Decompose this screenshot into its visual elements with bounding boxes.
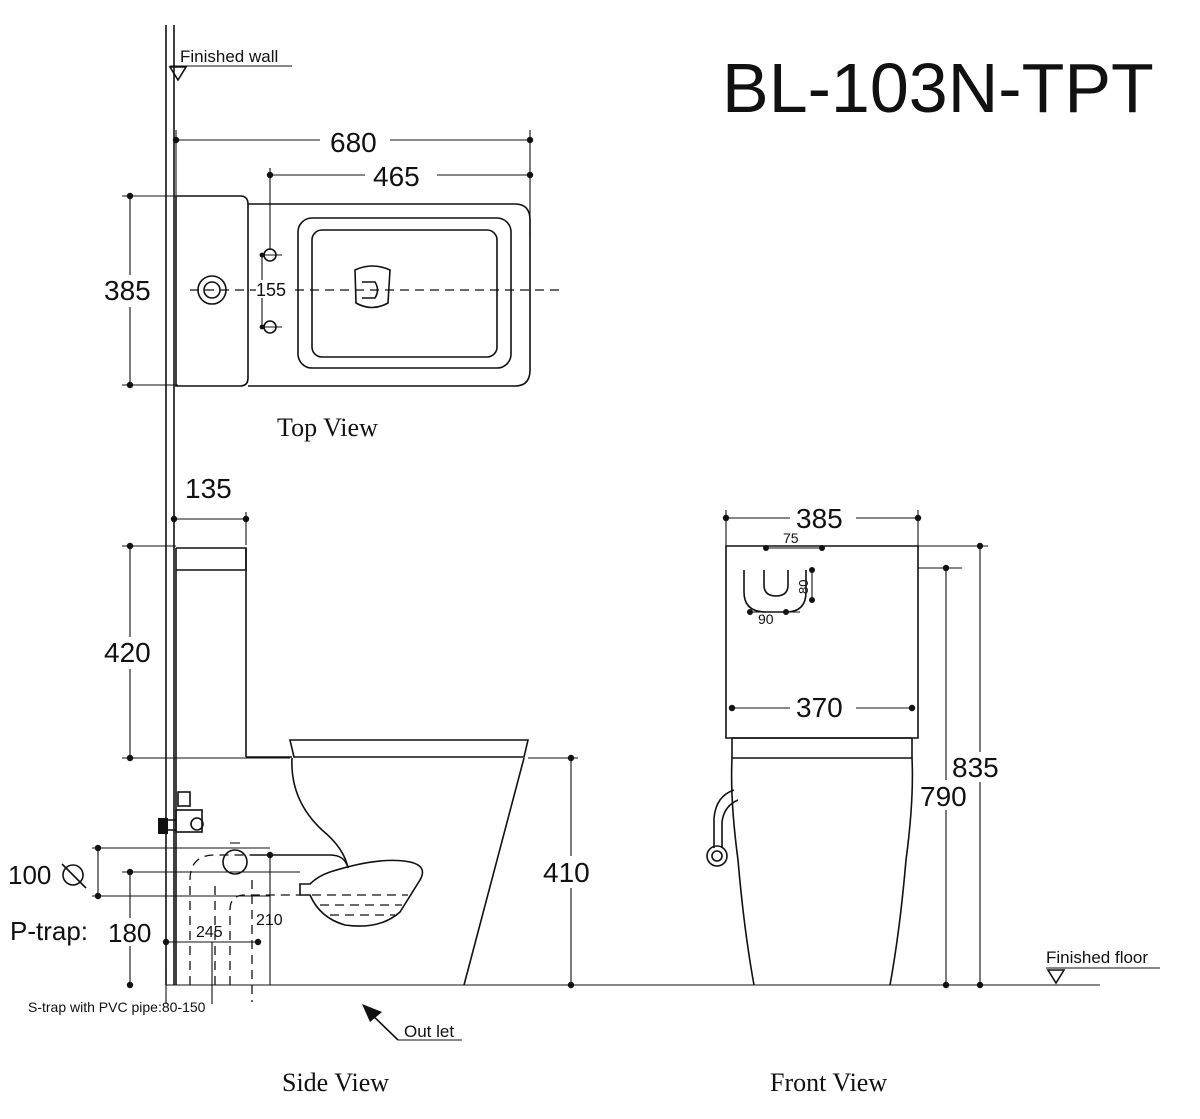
front-view-label: Front View — [770, 1068, 887, 1097]
outlet-arrow-icon — [362, 1004, 462, 1041]
model-title: BL-103N-TPT — [722, 49, 1154, 127]
front-view: 385 75 80 90 370 — [706, 503, 1006, 1097]
dim-front-width: 385 — [796, 503, 843, 534]
side-view-label: Side View — [282, 1068, 389, 1097]
finished-wall: Finished wall — [165, 25, 292, 985]
dim-p-trap: 180 — [108, 918, 151, 948]
dim-side-tank-depth: 135 — [185, 473, 232, 504]
finished-floor: Finished floor — [166, 948, 1160, 986]
diameter-symbol-icon — [61, 863, 87, 889]
dim-front-hole-width: 75 — [783, 530, 799, 546]
outlet-label: Out let — [404, 1022, 454, 1041]
dim-front-tank-width: 370 — [796, 692, 843, 723]
finished-wall-label: Finished wall — [180, 47, 278, 66]
dim-top-length: 680 — [330, 127, 377, 158]
top-view: 680 465 385 — [102, 125, 565, 442]
dim-front-hole-depth: 80 — [796, 580, 811, 594]
finished-floor-label: Finished floor — [1046, 948, 1148, 967]
dim-side-trap-offset: 245 — [196, 924, 223, 941]
dim-side-trap-depth: 210 — [256, 912, 283, 929]
s-trap-note: S-trap with PVC pipe:80-150 — [28, 999, 206, 1015]
dim-front-tank-top-height: 790 — [920, 781, 967, 812]
dim-top-bolt-spacing: 155 — [256, 280, 286, 300]
dim-top-bowl-length: 465 — [373, 161, 420, 192]
side-view: 135 420 — [8, 473, 602, 1097]
dim-side-seat-height: 410 — [543, 857, 590, 888]
dim-top-width: 385 — [104, 275, 151, 306]
dim-pipe-diameter: 100 — [8, 860, 51, 890]
dim-side-tank-height: 420 — [104, 637, 151, 668]
dim-front-total-height: 835 — [952, 752, 999, 783]
dim-front-hole-base: 90 — [758, 611, 774, 627]
p-trap-label: P-trap: — [10, 916, 88, 946]
top-view-label: Top View — [277, 413, 378, 442]
